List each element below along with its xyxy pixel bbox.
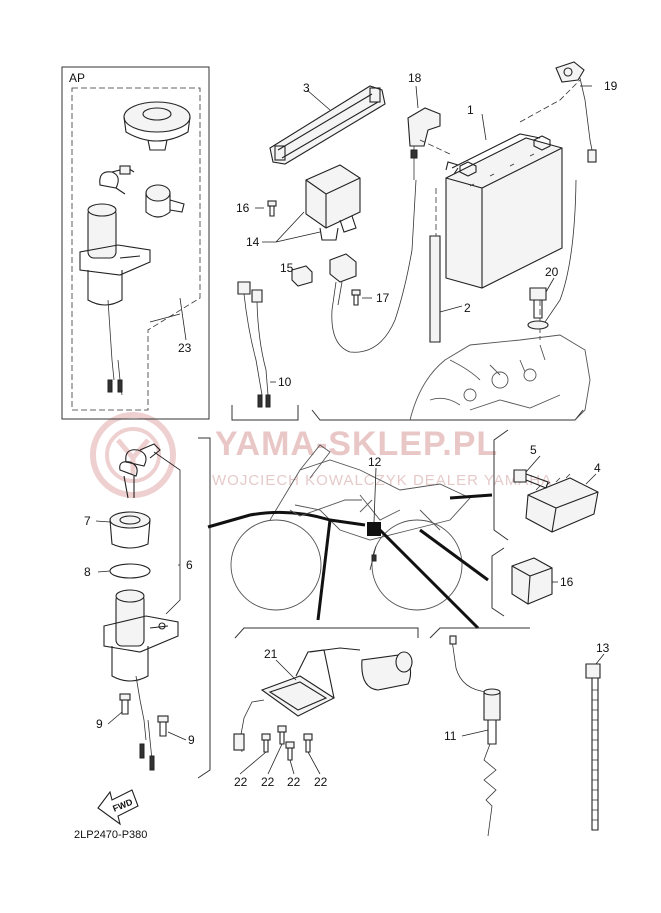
callout-16a: 16: [236, 201, 250, 215]
screw-9b: [157, 715, 169, 737]
connector-15: [291, 265, 313, 287]
screw-22b: [277, 725, 287, 745]
callout-21: 21: [264, 647, 278, 661]
bolt-16b: [351, 289, 361, 306]
motorcycle-outline: [207, 444, 493, 630]
watermark: YAMA-SKLEP.PL WOJCIECH KOWALCZYK DEALER …: [90, 412, 552, 498]
relay-connector: [329, 179, 417, 353]
callout-9a: 9: [96, 717, 103, 731]
callout-14: 14: [246, 235, 260, 249]
screw-9a: [119, 693, 131, 715]
bracket-regulator: [493, 429, 509, 541]
bracket-11: [429, 627, 530, 639]
watermark-title: YAMA-SKLEP.PL: [215, 425, 498, 463]
cylinder-7: [109, 511, 151, 549]
ap-kit-box: AP: [61, 66, 210, 420]
screw-22d: [303, 733, 313, 753]
bracket-keyset: [197, 437, 211, 779]
callout-1: 1: [467, 103, 474, 117]
bolt-5: [513, 469, 549, 489]
callout-15: 15: [280, 261, 294, 275]
vent-hose-2: [429, 235, 441, 343]
callouts: 23 3 16 14 15 17 18 1 19 2 20 10 12 5 4 …: [84, 71, 618, 789]
callout-11: 11: [444, 729, 457, 743]
ap-main-switch: [79, 203, 151, 396]
callout-22b: 22: [261, 775, 275, 789]
leader-lines: [95, 85, 605, 775]
callout-23: 23: [178, 341, 192, 355]
negative-lead-19: [544, 61, 597, 323]
relay-14: [305, 164, 361, 241]
callout-8: 8: [84, 565, 91, 579]
callout-7: 7: [84, 514, 91, 528]
fwd-arrow-icon: FWD: [97, 789, 139, 826]
battery-1: [445, 133, 563, 289]
watermark-subtitle: WOJCIECH KOWALCZYK DEALER YAMAHA: [212, 472, 552, 489]
callout-10: 10: [278, 375, 292, 389]
bracket-fuel-sender: [234, 627, 419, 639]
keys-6: [119, 443, 161, 499]
screw-22c: [285, 741, 295, 761]
ap-lock-cylinder: [145, 184, 185, 218]
callout-18: 18: [408, 71, 422, 85]
battery-strap-3: [269, 85, 386, 165]
neutral-switch-11: [449, 635, 501, 837]
o-ring-8: [109, 563, 151, 579]
callout-3: 3: [303, 81, 310, 95]
callout-17: 16: [560, 575, 574, 589]
callout-12: 12: [368, 455, 382, 469]
ap-box-label: AP: [69, 71, 85, 85]
crankcase: [409, 334, 591, 421]
callout-22a: 22: [234, 775, 248, 789]
ap-keys: [99, 165, 135, 195]
callout-6: 6: [186, 558, 193, 572]
callout-2: 2: [464, 301, 471, 315]
cable-cap-18: [407, 107, 441, 180]
regulator-4: [525, 473, 599, 533]
callout-22d: 22: [314, 775, 328, 789]
bracket-10: [231, 405, 299, 421]
callout-5: 5: [530, 443, 537, 457]
callout-19: 19: [604, 79, 618, 93]
screw-22a: [261, 733, 271, 753]
bolt-16a: [267, 200, 277, 217]
callout-20: 20: [545, 265, 559, 279]
fuel-sender-21: [233, 647, 413, 753]
bracket-battery: [311, 409, 584, 421]
callout-9b: 9: [188, 733, 195, 747]
drawing-code: 2LP2470-P380: [74, 829, 147, 841]
bolt-20: [527, 287, 549, 330]
harness-10: [237, 281, 271, 408]
cable-tie-13: [585, 663, 601, 831]
bracket-17: [491, 547, 505, 617]
callout-16b: 17: [376, 291, 390, 305]
callout-13: 13: [596, 641, 610, 655]
main-switch-6: [103, 589, 179, 771]
relay-17: [511, 557, 553, 605]
callout-4: 4: [594, 461, 601, 475]
fuel-cap-lock-ap: [123, 101, 191, 151]
callout-22c: 22: [287, 775, 301, 789]
